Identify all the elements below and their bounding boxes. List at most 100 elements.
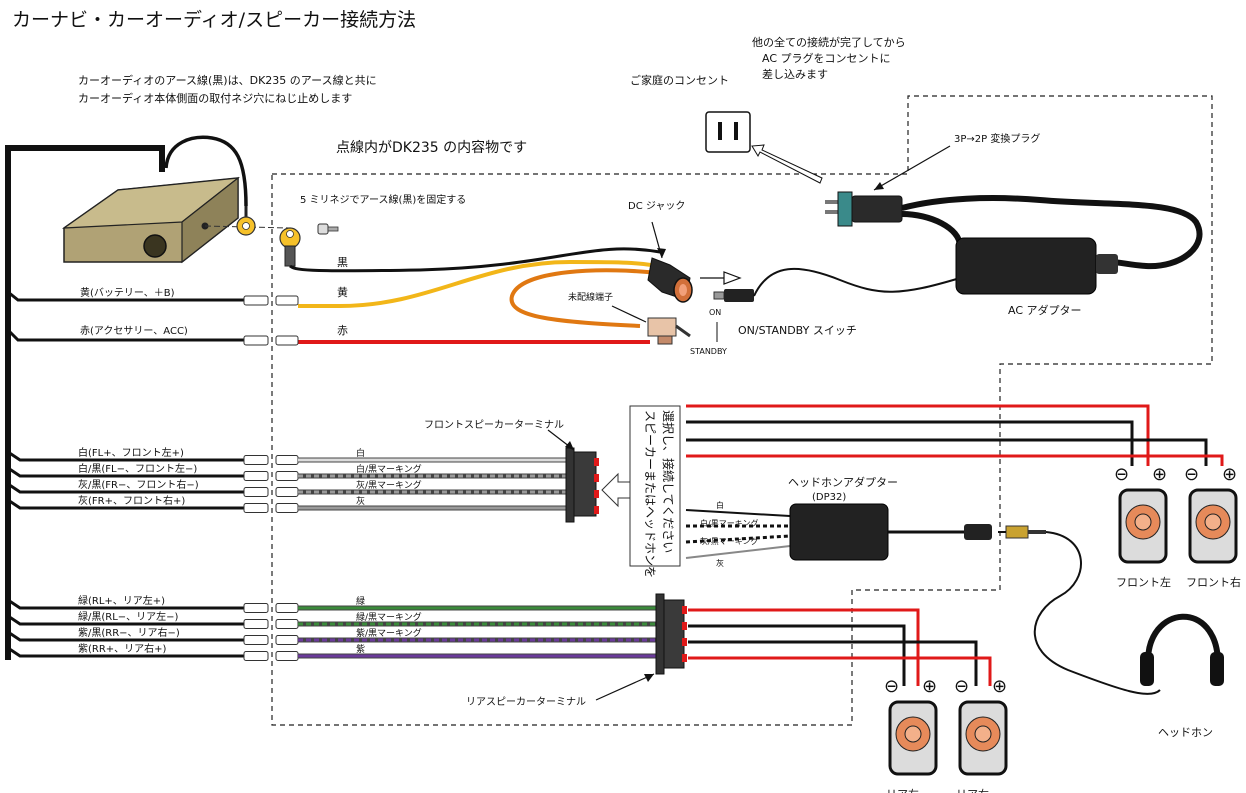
headphone-icon (1140, 613, 1224, 686)
speaker-dustcap (904, 725, 922, 743)
ground-note-line2: カーオーディオ本体側面の取付ネジ穴にねじ止めします (78, 91, 352, 105)
yellow-wire-label: 黄 (337, 285, 348, 299)
ac-note-line3: 差し込みます (762, 67, 828, 81)
switch-label: ON/STANDBY スイッチ (738, 324, 857, 337)
ring-terminal-left-icon (236, 206, 256, 236)
front-connector-female-0 (275, 455, 299, 465)
front-wire-right-label-3: 灰 (356, 495, 365, 507)
front-harness-wire-2 (7, 482, 244, 494)
rear-wire-right-label-1: 緑/黒マーキング (356, 611, 422, 623)
speaker-label: リア左 (886, 788, 919, 793)
speaker-minus-icon: ⊖ (884, 676, 899, 697)
hp-wire-label-0: 白 (716, 500, 724, 510)
plug-adapter-label: 3P→2P 変換プラグ (954, 132, 1040, 145)
power-connectors (243, 295, 299, 346)
front-connector-female-2 (275, 487, 299, 497)
front-connector-male-0 (243, 455, 269, 465)
ac-cord (901, 195, 1203, 270)
power-wire-yellow (7, 290, 244, 302)
choose-output-box (601, 405, 681, 567)
power-wire-yellow-label: 黄(バッテリー、＋B) (80, 286, 175, 299)
switch-on-label: ON (709, 308, 721, 317)
speaker-plus-icon: ⊕ (1152, 464, 1167, 485)
front-connector-female-1 (275, 471, 299, 481)
choose-note-line1: スピーカーまたはヘッドホンを (643, 410, 657, 578)
ac-note-line2: AC プラグをコンセントに (762, 51, 891, 65)
front-connector-female-3 (275, 503, 299, 513)
front-wire-right-label-1: 白/黒マーキング (356, 463, 422, 475)
headphone-label: ヘッドホン (1158, 726, 1213, 739)
speaker-plus-icon: ⊕ (922, 676, 937, 697)
unused-orange-wire (509, 268, 669, 328)
unused-terminal-label: 未配線端子 (568, 291, 613, 303)
kit-yellow-wire (298, 259, 669, 308)
front-speaker-wires: 白(FL+、フロント左+)白白/黒(FL−、フロント左−)白/黒マーキング灰/黒… (7, 446, 566, 513)
rear-wire-left-label-1: 緑/黒(RL−、リア左−) (78, 610, 179, 623)
front-wire-left-label-3: 灰(FR+、フロント右+) (78, 494, 185, 507)
ac-note-line1: 他の全ての接続が完了してから (752, 35, 906, 49)
rear-wire-right-label-2: 紫/黒マーキング (356, 627, 422, 639)
headphone-cord (1033, 531, 1161, 695)
plug-adapter (825, 191, 903, 227)
ring-terminal-kit-icon (279, 227, 301, 267)
kit-black-wire (289, 247, 661, 273)
rear-harness-wire-0 (7, 598, 244, 610)
front-harness-wire-1 (7, 466, 244, 478)
rear-connector-female-2 (275, 635, 299, 645)
front-wire-right-label-0: 白 (356, 447, 365, 459)
rear-connector-male-3 (243, 651, 269, 661)
speaker-plus-icon: ⊕ (1222, 464, 1237, 485)
hp-adapter-model: (DP32) (812, 492, 846, 503)
black-wire-label: 黒 (337, 256, 348, 269)
hp-wire-label-2: 灰/黒マーキング (700, 536, 758, 546)
speakers: ⊖⊕フロント左⊖⊕フロント右⊖⊕リア左⊖⊕リア右 (884, 464, 1241, 793)
screw-label: 5 ミリネジでアース線(黒)を固定する (300, 193, 466, 206)
speaker-dustcap (974, 725, 992, 743)
ground-wire (164, 135, 248, 207)
front-connector-male-1 (243, 471, 269, 481)
rear-harness-wire-1 (7, 614, 244, 626)
front-connector-male-2 (243, 487, 269, 497)
insert-arrow-icon (700, 271, 742, 285)
speaker-dustcap (1204, 513, 1222, 531)
dc-jack (647, 257, 693, 303)
hp-wire-label-1: 白/黒マーキング (700, 518, 758, 528)
ground-note-line1: カーオーディオのアース線(黒)は、DK235 のアース線と共に (78, 73, 377, 87)
dc-cord (753, 267, 961, 297)
ac-adapter (955, 237, 1118, 295)
rear-wire-left-label-3: 紫(RR+、リア右+) (78, 642, 167, 655)
front-harness-wire-3 (7, 498, 244, 510)
screw-guide (204, 225, 291, 229)
rear-speaker-wires: 緑(RL+、リア左+)緑緑/黒(RL−、リア左−)緑/黒マーキング紫/黒(RR−… (7, 594, 656, 661)
speaker-rear-left: ⊖ ⊕ リア左 (884, 676, 938, 793)
rear-terminal-pointer (595, 673, 655, 701)
rear-speaker-terminal (655, 593, 687, 675)
front-wire-left-label-0: 白(FL+、フロント左+) (78, 446, 184, 459)
front-speaker-terminal (565, 447, 599, 523)
rear-harness-wire-3 (7, 646, 244, 658)
standby-switch (647, 317, 691, 345)
front-harness-wire-0 (7, 450, 244, 462)
rear-wire-right-label-0: 緑 (356, 595, 365, 607)
red-wire-label: 赤 (337, 324, 348, 337)
speaker-label: フロント左 (1116, 576, 1171, 589)
speaker-minus-icon: ⊖ (1114, 464, 1129, 485)
power-wire-red (6, 328, 244, 342)
rear-connector-male-0 (243, 603, 269, 613)
switch-standby-label: STANDBY (690, 347, 727, 356)
front-wire-left-label-2: 灰/黒(FR−、フロント右−) (78, 478, 199, 491)
speaker-front-left: ⊖ ⊕ フロント左 (1114, 464, 1171, 589)
rear-speaker-cables (688, 608, 992, 686)
car-audio-unit (61, 176, 240, 264)
speaker-minus-icon: ⊖ (1184, 464, 1199, 485)
unused-terminal-pointer (611, 305, 647, 323)
front-wire-right-label-2: 灰/黒マーキング (356, 479, 422, 491)
ac-adapter-label: AC アダプター (1008, 303, 1082, 317)
rear-connector-female-1 (275, 619, 299, 629)
wall-outlet (705, 111, 751, 153)
page-title: カーナビ・カーオーディオ/スピーカー接続方法 (12, 9, 416, 31)
rear-connector-female-3 (275, 651, 299, 661)
screw-icon (317, 223, 339, 235)
rear-connector-male-2 (243, 635, 269, 645)
